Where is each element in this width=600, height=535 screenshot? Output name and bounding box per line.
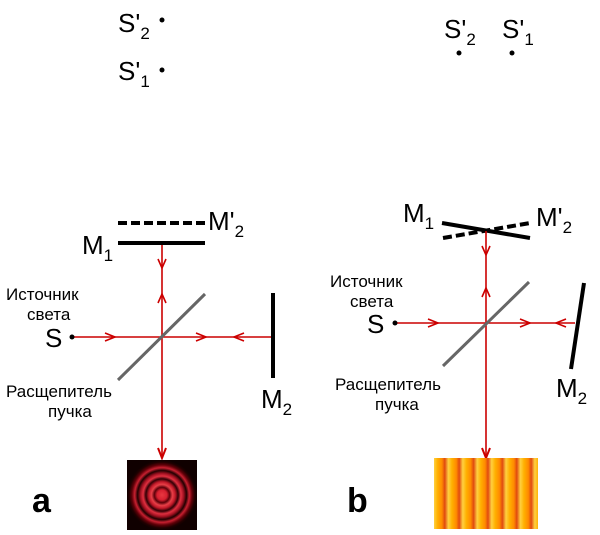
arrow-down-icon <box>157 258 167 270</box>
mirror-m2-label-a: M2 <box>261 384 292 419</box>
mirror-m1-label-a: M1 <box>82 230 113 265</box>
light-source-point-b <box>392 320 398 326</box>
source-caption-line2-b: света <box>350 292 394 311</box>
virtual-source-s1-b: S'1 <box>502 14 534 56</box>
beam-splitter-a <box>116 292 207 382</box>
virtual-source-s1-a: S'1 <box>118 56 165 91</box>
panel-label-b: b <box>347 482 368 520</box>
light-source-point-a <box>69 334 75 340</box>
source-caption-line1-b: Источник <box>330 272 403 291</box>
beam-splitter-b <box>441 280 531 368</box>
source-label-b: S <box>367 309 384 339</box>
mirror-m2-image-label-a: M'2 <box>208 206 244 241</box>
arrow-right-icon <box>427 318 441 328</box>
arrow-up-icon <box>481 286 491 298</box>
splitter-caption-line1-a: Расщепитель <box>6 382 112 401</box>
interference-rings-pattern <box>127 460 197 530</box>
svg-text:S'2: S'2 <box>118 8 150 43</box>
arrow-left-icon <box>553 318 567 328</box>
source-label-a: S <box>45 323 62 353</box>
arrow-down-icon <box>157 447 167 461</box>
arrow-right-icon <box>104 332 118 342</box>
splitter-caption-line2-b: пучка <box>375 395 419 414</box>
svg-text:S'2: S'2 <box>444 14 476 49</box>
arrow-up-icon <box>157 292 167 304</box>
virtual-source-s2-a: S'2 <box>118 8 165 43</box>
mirror-m2-label-b: M2 <box>556 373 587 408</box>
panel-b: S'2 S'1 M1 M'2 S Источник света Расщепит… <box>330 14 587 529</box>
virtual-source-point <box>456 50 462 56</box>
panel-a: S'2 S'1 M'2 M1 S Источник света Расщепит <box>6 8 292 530</box>
mirror-m2-image-label-b: M'2 <box>536 202 572 237</box>
source-caption-line1-a: Источник <box>6 285 79 304</box>
arrow-right-icon <box>519 318 533 328</box>
arrow-right-icon <box>195 332 209 342</box>
arrow-left-icon <box>231 332 245 342</box>
source-caption-line2-a: света <box>27 305 71 324</box>
mirror-m1-label-b: M1 <box>403 198 434 233</box>
virtual-source-point <box>159 67 165 73</box>
svg-text:S'1: S'1 <box>502 14 534 49</box>
virtual-source-point <box>159 17 165 23</box>
svg-text:S'1: S'1 <box>118 56 150 91</box>
mirror-m2-b <box>569 282 586 370</box>
interference-fringes-pattern <box>434 458 538 529</box>
virtual-source-s2-b: S'2 <box>444 14 476 56</box>
splitter-caption-line2-a: пучка <box>48 402 92 421</box>
mirror-m2-image-b <box>442 221 531 240</box>
virtual-source-point <box>509 50 515 56</box>
arrow-down-icon <box>481 245 491 257</box>
panel-label-a: a <box>32 482 52 520</box>
splitter-caption-line1-b: Расщепитель <box>335 375 441 394</box>
